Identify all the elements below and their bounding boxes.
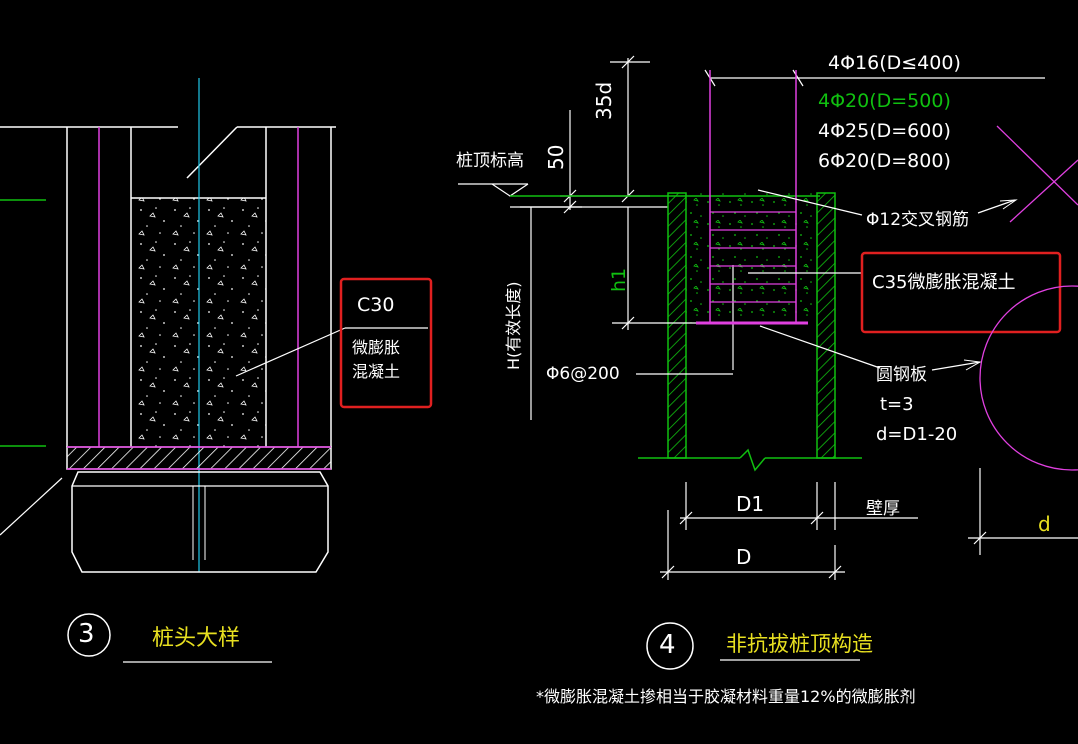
detail3-number: 3 [78, 619, 95, 649]
plate-diameter-label: d=D1-20 [876, 424, 958, 445]
highlight-box-c30 [339, 277, 433, 409]
rebar-spec-3: 4Φ25(D=600) [818, 120, 951, 142]
detail4-title: 非抗拔桩顶构造 [726, 632, 873, 656]
steel-plate-label: 圆钢板 [876, 365, 927, 385]
detail3-concrete-grade: C30 [357, 294, 395, 316]
detail3-concrete-line2: 混凝土 [352, 362, 401, 381]
detail3-drawing [0, 78, 433, 663]
dim-d1: D1 [736, 492, 765, 516]
rebar-spec-1: 4Φ16(D≤400) [828, 52, 961, 74]
dim-50: 50 [544, 144, 568, 170]
h-effective-length: H(有效长度) [504, 281, 523, 370]
detail4-drawing [458, 55, 1062, 670]
footnote: *微膨胀混凝土掺相当于胶凝材料重量12%的微膨胀剂 [536, 687, 916, 706]
concrete-c35-label: C35微膨胀混凝土 [872, 272, 1016, 293]
stirrup-label: Φ6@200 [546, 364, 620, 384]
dim-35d: 35d [592, 81, 616, 120]
h1-label: h1 [608, 267, 630, 292]
highlight-box-c35 [860, 251, 1062, 334]
detail3-concrete-line1: 微膨胀 [352, 338, 401, 357]
cross-bar-label: Φ12交叉钢筋 [866, 210, 970, 230]
rebar-spec-2: 4Φ20(D=500) [818, 90, 951, 112]
detail3-number-circle [67, 613, 111, 657]
rebar-spec-4: 6Φ20(D=800) [818, 150, 951, 172]
dim-d: D [736, 545, 752, 569]
thickness-label: t=3 [880, 394, 914, 415]
detail4-number: 4 [659, 630, 676, 660]
dim-small-d: d [1038, 512, 1051, 536]
wall-thickness-label: 壁厚 [866, 499, 900, 519]
pile-top-label: 桩顶标高 [456, 151, 524, 171]
detail3-title: 桩头大样 [152, 626, 241, 651]
right-partial-drawing [931, 125, 1078, 555]
detail4-number-circle [646, 622, 694, 670]
